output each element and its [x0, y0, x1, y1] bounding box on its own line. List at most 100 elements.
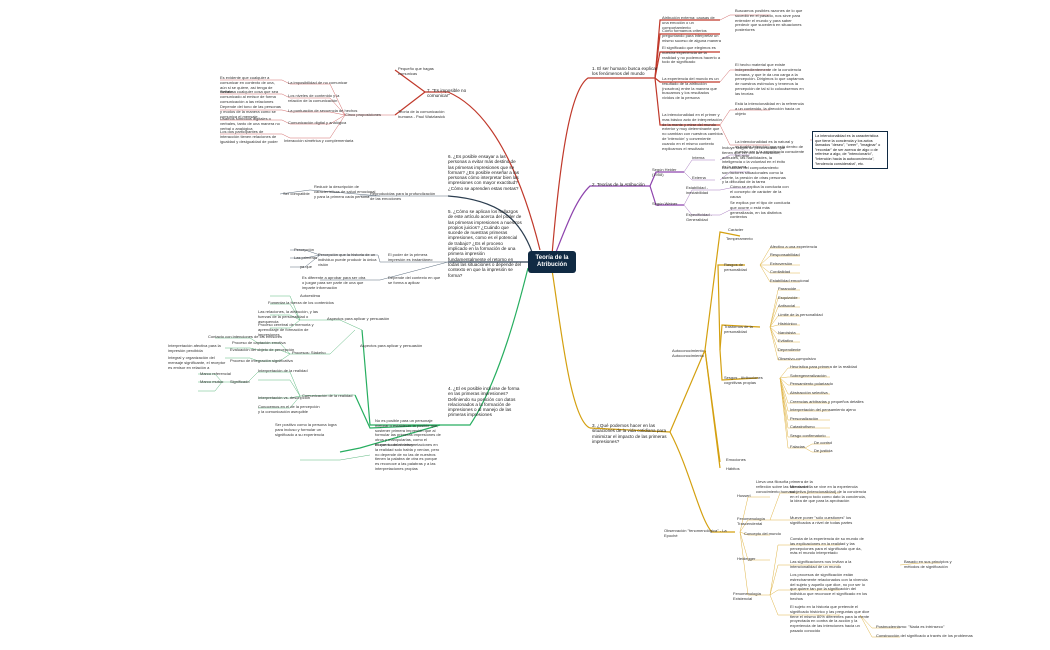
b3-husserl: Husserl: [737, 493, 751, 498]
b3-sesgo-4: Creencias arbitrarias y pequeños detalle…: [790, 399, 864, 404]
b3-concepto: Concepto del mundo: [744, 531, 781, 536]
b1-child-2: Cómo formamos criterios preguntando para…: [662, 28, 721, 43]
b4-proc-a1: Contacto con intenciones de los emisores: [208, 334, 283, 339]
b3-sesgos: Sesgos - Atribuciones cognitivas propias: [724, 375, 763, 385]
b3-husserl-desc: Lleva una filosofía primera de la reflex…: [756, 479, 813, 494]
b3-trastorno-3: Límite de la personalidad: [778, 312, 823, 317]
b5-child-1c: ya que: [300, 264, 313, 269]
b3-trastorno-0: Paranoide: [778, 286, 797, 291]
b3-sesgo-6: Personalización: [790, 416, 819, 421]
b7-axiom-4: Comunicación digital y analógica: [288, 120, 347, 125]
b6-child-1b: Reproducidas para la profundización de l…: [370, 191, 436, 201]
b4-conn-a3: Marco mutuo: [200, 379, 224, 384]
b1-child-1: Atribución externa: causas de una emoció…: [662, 15, 715, 30]
b3-sesgo-7: Catastrofismo: [790, 424, 815, 429]
branch-3-title[interactable]: 3. ¿Qué podemos hacer en las situaciones…: [592, 423, 667, 444]
b3-trastorno-1: Esquizoide: [778, 295, 798, 300]
b2-especificidad: Especificidad - Generalidad: [686, 212, 713, 222]
b4-aspectos-label: Aspectos para aplicar y persuasión: [327, 316, 390, 321]
b3-falacia-1: De justicia: [814, 448, 833, 453]
b7-axiom-5: Interacción simétrica y complementaria: [284, 138, 354, 143]
b4-conn-a1: Significado: [230, 379, 250, 384]
b5-child-2a: Depende del contexto en que se forma a a…: [388, 275, 441, 285]
b4-conn-b: Interpretación vs. descripción: [258, 395, 311, 400]
b1-child-1a: Buscamos posibles razones de lo que suce…: [735, 8, 803, 33]
b4-conn-c: Conocemos en el de la percepción y la co…: [258, 404, 320, 414]
b3-rasgo-4: Estabilidad emocional: [770, 278, 809, 283]
b2-externa-desc: Las causas del comportamiento son factor…: [722, 165, 786, 185]
b3-heid-d: El sujeto en la historia que pretende el…: [790, 604, 870, 633]
b3-fenom-b: Mueve poner "sólo cuestiones" los signif…: [790, 515, 853, 525]
b3-trastorno-4: Histriónico: [778, 321, 797, 326]
b7-axiom-1-desc: Es evidente que cualquier a comunicar en…: [220, 75, 275, 95]
branch-2-connectors: [551, 171, 684, 263]
b3-item-5: Hábitos: [726, 466, 740, 471]
b4-proc-b: Evaluación del objeto de percepción: [230, 347, 295, 352]
b1-child-3: El significado que elegimos es nuestra e…: [662, 45, 721, 65]
b3-heid-b: Las significaciones nos invitan a la int…: [790, 559, 852, 569]
b3-trastorno-2: Antisocial: [778, 303, 796, 308]
b1-child-4a: El hecho material que existe independien…: [735, 62, 804, 96]
b4-proc-c1: Integral y organización del mensaje sign…: [168, 355, 226, 370]
branch-7-title[interactable]: 7. "Es imposible no comunicar": [427, 88, 467, 99]
b7-axioms: Cinco proposiciones: [345, 112, 382, 117]
b7-axiom-3: La puntuación de secuencia de hechos: [288, 108, 358, 113]
b1-child-5a: Está la intencionalidad en la referencia…: [735, 101, 804, 116]
b3-fenom-a: Mientras ella se vive en la experiencia …: [790, 484, 867, 504]
b4-mod-1: Fomentar la fuerza de los contenidos: [268, 300, 334, 305]
b3-rasgo-1: Responsabilidad: [770, 252, 800, 257]
b3-heidegger: Heidegger: [737, 556, 756, 561]
b3-trastorno-5: Narcisista: [778, 330, 796, 335]
b3-autoconocimiento: Autoconocimiento - Autoconocimiento: [672, 348, 707, 358]
branch-4-title[interactable]: 4. ¿El es posible incluirse de forma en …: [448, 386, 520, 418]
b3-item-0: Carácter: [728, 227, 744, 232]
b3-end-2: Construcción del significado a través de…: [876, 633, 973, 638]
b7-axiom-3-desc: Depende del tono de las personas y modos…: [220, 104, 281, 119]
b3-heid-c: Los procesos de significación están estr…: [790, 572, 868, 601]
b2-interna-desc: Incluye rasgos de personalidad que tiene…: [722, 145, 786, 170]
branch-7-connectors: [394, 69, 541, 251]
b3-heid-b1: Basado en sus principios y métodos de si…: [904, 559, 952, 569]
b7-axiom-5-desc: Los dos participantes de interacción tie…: [220, 129, 278, 144]
b3-falacia-0: De control: [814, 440, 833, 445]
branch-5-title[interactable]: 5. ¿Cómo se aplican los hallazgos de est…: [448, 209, 522, 278]
b3-end-1: Postmodernismo: "Nada es intrínseco": [876, 624, 945, 629]
b2-estabilidad: Estabilidad - inestabilidad: [686, 185, 709, 195]
branch-1-title[interactable]: 1. El ser humano busca explicar los fenó…: [592, 66, 658, 77]
b5-child-1: Percepción que la historia de un individ…: [318, 252, 377, 267]
branch-3-leaves: [739, 247, 940, 638]
b3-trastorno-8: Obsesivo-compulsivo: [778, 356, 817, 361]
root-topic[interactable]: Teoría de la Atribución: [528, 251, 576, 273]
b7-child-2: Teoría de la comunicación humana - Paul …: [398, 109, 445, 119]
b3-sesgo-5: Interpretación del pensamiento ajeno: [790, 407, 856, 412]
b6-child-1: Reducir la descripción de característica…: [314, 184, 376, 199]
b4-conn-a: Interpretación de la realidad: [258, 368, 308, 373]
b1-child-5: La intencionalidad en el primer y mas bá…: [662, 112, 723, 151]
b4-proc-a: Proceso de captación emotiva: [232, 340, 286, 345]
b3-fenom-existencial: Fenomenología Existencial: [733, 591, 761, 601]
b1-child-4: La experiencia del mundo es un resultado…: [662, 76, 719, 101]
b7-axiom-2-desc: Señala a cualquier cosa que sea comunica…: [220, 89, 279, 104]
b3-trastornos: Trastornos de la personalidad: [724, 324, 753, 334]
b4-child-2: El que suceden interpretaciones en la re…: [375, 442, 440, 471]
b6-child-1a: Ser compatible: [283, 191, 310, 196]
branch-2-title[interactable]: 2. Teorías de la Atribución: [592, 182, 645, 187]
b3-sesgo-9: Falacias: [790, 444, 805, 449]
b3-sesgo-2: Pensamiento polarizado: [790, 381, 833, 386]
b3-sesgo-0: Heurística para primera de la realidad: [790, 364, 857, 369]
b3-trastorno-7: Dependiente: [778, 347, 801, 352]
b7-axiom-4-desc: Usamos símbolos digitales o verbales, ta…: [220, 116, 280, 131]
b3-sesgo-1: Sobregeneralización: [790, 373, 827, 378]
branch-4-connectors: [339, 267, 529, 453]
b7-child-1: Pequeño que hagas comunicas: [398, 66, 434, 76]
branch-6-title[interactable]: 6. ¿Es posible ensayar a las personas a …: [448, 154, 519, 191]
b4-proc-b1: Interpretación afectiva para la impresió…: [168, 343, 221, 353]
b3-fenom-trascendental: Fenomenología Trascendental: [737, 516, 765, 526]
b2-heider: Según Heider (1958): [652, 167, 677, 177]
b1-child-5b: La intencionalidad es la natural y mutua…: [735, 139, 805, 159]
b4-comunicacion: Comunicación de la realidad: [302, 393, 353, 398]
b4-mod: Aspectos para aplicar y persuasión: [360, 343, 423, 348]
b4-procesos: Procesos: Stakeho: [292, 350, 326, 355]
b5-child-1d: El poder de la primera impresión es inst…: [388, 252, 433, 262]
